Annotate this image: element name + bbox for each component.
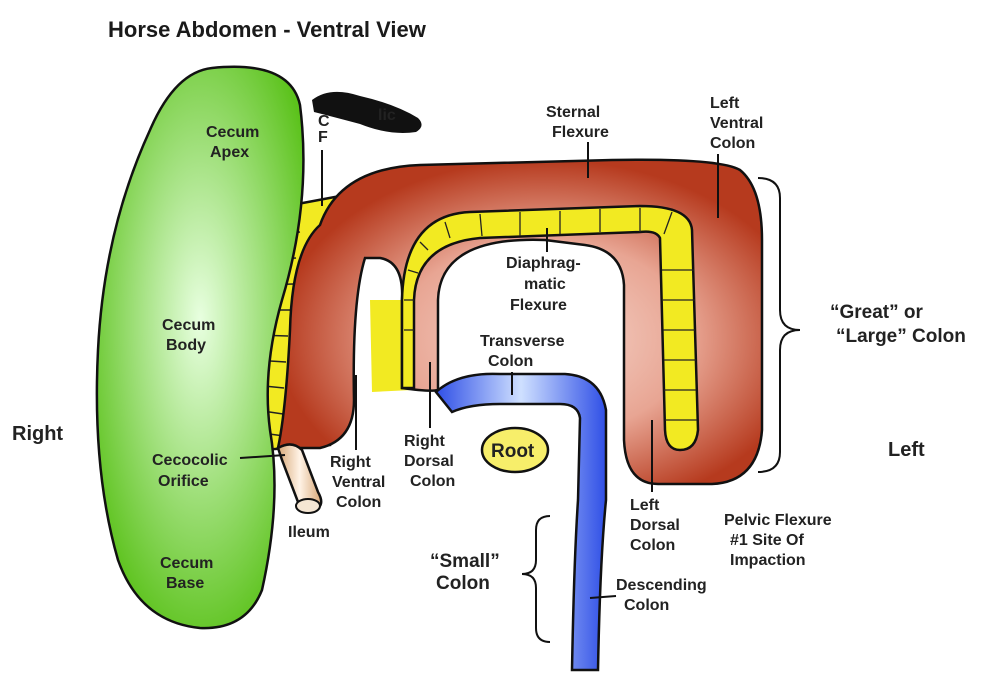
- descending-colon-label: Descending Colon: [616, 577, 707, 614]
- svg-text:Dorsal: Dorsal: [630, 517, 680, 534]
- cecum-body-label: Cecum Body: [162, 317, 215, 354]
- svg-text:Impaction: Impaction: [730, 552, 806, 569]
- left-dorsal-colon-label: Left Dorsal Colon: [630, 497, 680, 554]
- large-colon-outer: [276, 158, 764, 486]
- svg-text:Colon: Colon: [436, 573, 490, 594]
- svg-text:Right: Right: [330, 454, 372, 471]
- svg-text:Colon: Colon: [336, 494, 381, 511]
- cecocolic-orifice-label: Cecocolic Orifice: [152, 452, 228, 490]
- inner-fold-ticks: [404, 208, 697, 421]
- small-colon: [434, 372, 608, 672]
- transverse-colon-label: Transverse Colon: [480, 333, 565, 370]
- svg-text:Colon: Colon: [624, 597, 669, 614]
- fold-partial-line1: C: [318, 113, 330, 130]
- cecum-base-label: Cecum Base: [160, 555, 213, 592]
- great-colon-label: “Great” or “Large” Colon: [830, 302, 966, 347]
- svg-text:Pelvic Flexure: Pelvic Flexure: [724, 512, 832, 529]
- fold-partial-line3: F: [318, 129, 328, 146]
- svg-text:Orifice: Orifice: [158, 473, 209, 490]
- page-title: Horse Abdomen - Ventral View: [108, 17, 427, 42]
- svg-text:Cecum: Cecum: [206, 124, 259, 141]
- svg-text:Left: Left: [710, 95, 740, 112]
- orientation-right-label: Right: [12, 423, 63, 445]
- ileum-opening: [295, 498, 321, 514]
- ileum-label: Ileum: [288, 524, 330, 541]
- fold-tick: [479, 213, 483, 237]
- fold-tick: [663, 211, 673, 235]
- svg-text:Sternal: Sternal: [546, 104, 600, 121]
- root-label: Root: [491, 441, 535, 462]
- cecum: [95, 65, 305, 630]
- svg-text:Ventral: Ventral: [332, 474, 385, 491]
- svg-text:“Small”: “Small”: [430, 551, 500, 572]
- svg-text:Apex: Apex: [210, 144, 249, 161]
- great-colon-brace: [757, 177, 801, 473]
- svg-text:#1 Site Of: #1 Site Of: [730, 532, 804, 549]
- redaction-scribble: [312, 91, 422, 133]
- svg-text:Cecum: Cecum: [160, 555, 213, 572]
- svg-text:Cecum: Cecum: [162, 317, 215, 334]
- right-ventral-colon-label: Right Ventral Colon: [330, 454, 385, 511]
- fold-tick: [407, 269, 419, 274]
- svg-text:Body: Body: [166, 337, 206, 354]
- diaphragmatic-flexure-label: Diaphrag- matic Flexure: [506, 255, 581, 314]
- svg-text:Diaphrag-: Diaphrag-: [506, 255, 581, 272]
- svg-text:Flexure: Flexure: [552, 124, 609, 141]
- fold-partial-line2: lic: [378, 107, 396, 124]
- cecocolic-fold-partial-label: C lic F: [318, 107, 396, 146]
- pelvic-flexure-label: Pelvic Flexure #1 Site Of Impaction: [724, 512, 832, 569]
- mesenteric-root: [480, 426, 550, 474]
- svg-text:Left: Left: [630, 497, 660, 514]
- svg-text:Colon: Colon: [710, 135, 755, 152]
- right-dorsal-colon-label: Right Dorsal Colon: [404, 433, 455, 490]
- svg-text:Descending: Descending: [616, 577, 707, 594]
- svg-text:Cecocolic: Cecocolic: [152, 452, 228, 469]
- fold-tick: [444, 221, 451, 239]
- small-colon-brace: [521, 515, 551, 643]
- descending-leader: [589, 595, 617, 599]
- small-colon-label: “Small” Colon: [430, 551, 500, 594]
- svg-text:Transverse: Transverse: [480, 333, 565, 350]
- sternal-flexure-label: Sternal Flexure: [546, 104, 609, 141]
- svg-text:Ventral: Ventral: [710, 115, 763, 132]
- left-ventral-colon-label: Left Ventral Colon: [710, 95, 763, 152]
- svg-text:matic: matic: [524, 276, 566, 293]
- svg-text:Colon: Colon: [410, 473, 455, 490]
- svg-text:“Large” Colon: “Large” Colon: [836, 326, 966, 347]
- svg-text:Colon: Colon: [488, 353, 533, 370]
- large-colon-inner-fold: [400, 204, 700, 452]
- svg-text:Colon: Colon: [630, 537, 675, 554]
- svg-text:“Great” or: “Great” or: [830, 302, 924, 323]
- orifice-leader: [239, 454, 286, 459]
- svg-text:Flexure: Flexure: [510, 297, 567, 314]
- fold-tick: [419, 241, 429, 251]
- svg-text:Dorsal: Dorsal: [404, 453, 454, 470]
- cecum-apex-label: Cecum Apex: [206, 124, 259, 161]
- orientation-left-label: Left: [888, 439, 925, 461]
- svg-text:Base: Base: [166, 575, 204, 592]
- svg-text:Right: Right: [404, 433, 446, 450]
